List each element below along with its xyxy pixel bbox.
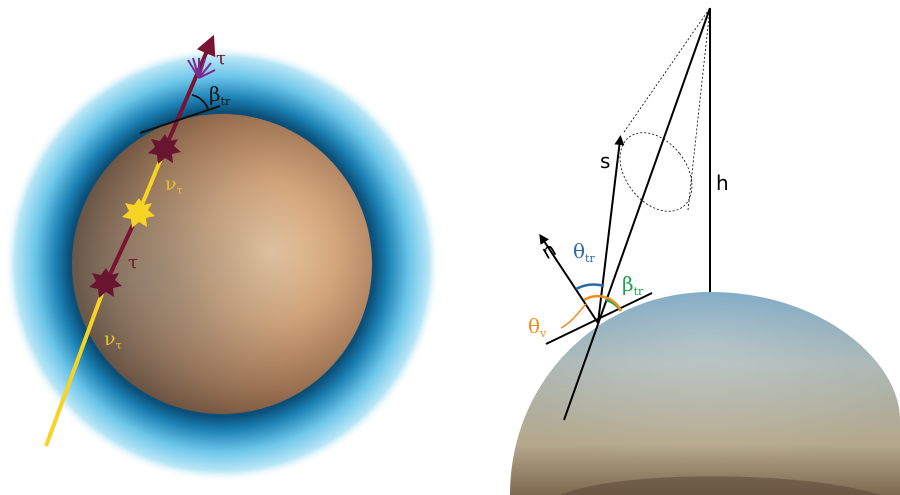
air-shower [187,57,216,79]
beta-tr-label-right: βtr [622,272,644,298]
ground-dark-base [560,476,880,495]
interaction-star-yellow [122,198,155,228]
cone-edge-left [623,7,711,133]
theta-v-symbol: θ [528,314,540,338]
interaction-star-lower [89,268,122,298]
s-label: s [600,149,610,173]
shower-axis [597,135,625,324]
tau-top-label: τ [216,48,226,69]
theta-tr-label: θtr [573,239,595,265]
beta-tr-right-subscript: tr [634,285,644,298]
beta-tr-label: βtr [209,82,231,108]
nu-tau-lower-label: ντ [104,328,122,352]
theta-v-label: θv [528,314,547,340]
h-label: h [716,171,729,195]
right-panel: s h n θtr βtr θv [510,7,900,495]
tau-mid-label: τ [128,252,138,273]
theta-v-subscript: v [539,327,547,340]
beta-tr-right-symbol: β [622,272,634,296]
ground-dome-highlight [510,292,900,495]
nu-tau-lower-symbol: ν [104,328,116,350]
interaction-star-upper [148,134,181,164]
beta-tr-arc [191,94,209,110]
nu-tau-lower-subscript: τ [116,339,122,352]
beta-tr-subscript: tr [221,95,231,108]
normal-vector [539,233,599,324]
neutrino-track-lower [44,282,108,447]
tangent-line [545,292,653,345]
tau-track-top [163,34,216,150]
cone-base-ellipse [619,132,693,212]
theta-tr-arc [575,283,605,291]
nu-tau-upper-symbol: ν [165,173,177,195]
theta-tr-subscript: tr [585,252,595,265]
left-panel: τ βtr ντ τ ντ [4,34,440,482]
theta-v-pointer [560,303,587,329]
line-to-detector [563,7,711,421]
theta-tr-symbol: θ [573,239,585,263]
nu-tau-upper-subscript: τ [177,184,183,197]
theta-v-arc [583,294,623,312]
exit-tangent-line [139,105,221,134]
beta-tr-symbol: β [209,82,221,106]
cone-edge-right [687,7,711,211]
nu-tau-upper-label: ντ [165,173,183,197]
